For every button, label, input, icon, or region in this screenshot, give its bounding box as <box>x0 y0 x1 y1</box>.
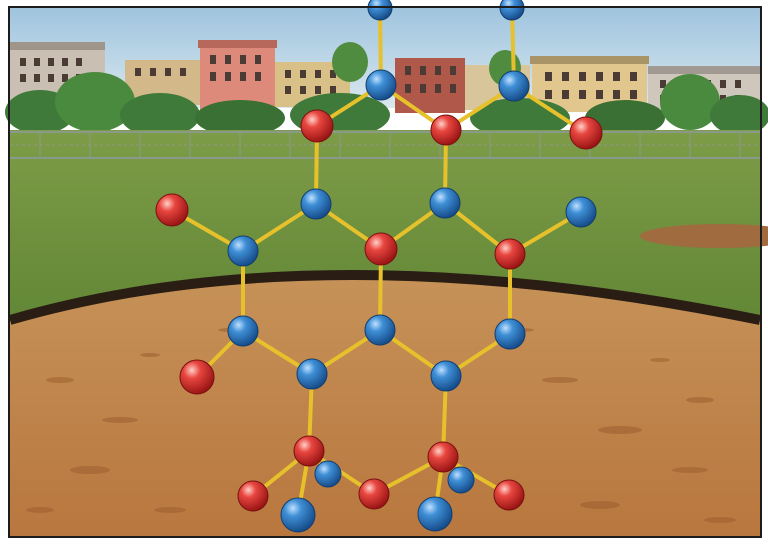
atom-blue-b5 <box>565 196 597 228</box>
molecule-atoms <box>155 0 603 533</box>
atom-blue-b2 <box>498 70 530 102</box>
picture-border <box>8 6 762 538</box>
atom-blue-b8 <box>364 314 396 346</box>
atom-blue-b12 <box>280 497 316 533</box>
atom-blue-b9 <box>494 318 526 350</box>
atom-blue-b14 <box>417 496 453 532</box>
atom-red-r1 <box>300 109 334 143</box>
atom-red-r5 <box>494 238 526 270</box>
atom-blue-b10 <box>296 358 328 390</box>
atom-red-r11 <box>493 479 525 511</box>
atom-red-r6 <box>179 359 215 395</box>
atom-red-r_center <box>364 232 398 266</box>
atom-blue-b_top2 <box>499 0 525 21</box>
atom-red-r10 <box>358 478 390 510</box>
atom-red-r8 <box>427 441 459 473</box>
atom-blue-b11 <box>430 360 462 392</box>
atom-red-r7 <box>293 435 325 467</box>
atom-blue-b13 <box>314 460 342 488</box>
tree-line <box>5 42 768 138</box>
atom-red-r3 <box>569 116 603 150</box>
base-path-dirt <box>640 224 768 248</box>
atom-blue-b4 <box>429 187 461 219</box>
infield-edge <box>8 270 762 325</box>
atom-red-r2 <box>430 114 462 146</box>
atom-blue-b_top1 <box>367 0 393 21</box>
atom-red-r4 <box>155 193 189 227</box>
atom-blue-b3 <box>300 188 332 220</box>
atom-blue-b1 <box>365 69 397 101</box>
infield-dirt <box>10 275 760 536</box>
atom-blue-b6 <box>227 235 259 267</box>
atom-red-r9 <box>237 480 269 512</box>
atom-blue-b7 <box>227 315 259 347</box>
atom-blue-b15 <box>447 466 475 494</box>
